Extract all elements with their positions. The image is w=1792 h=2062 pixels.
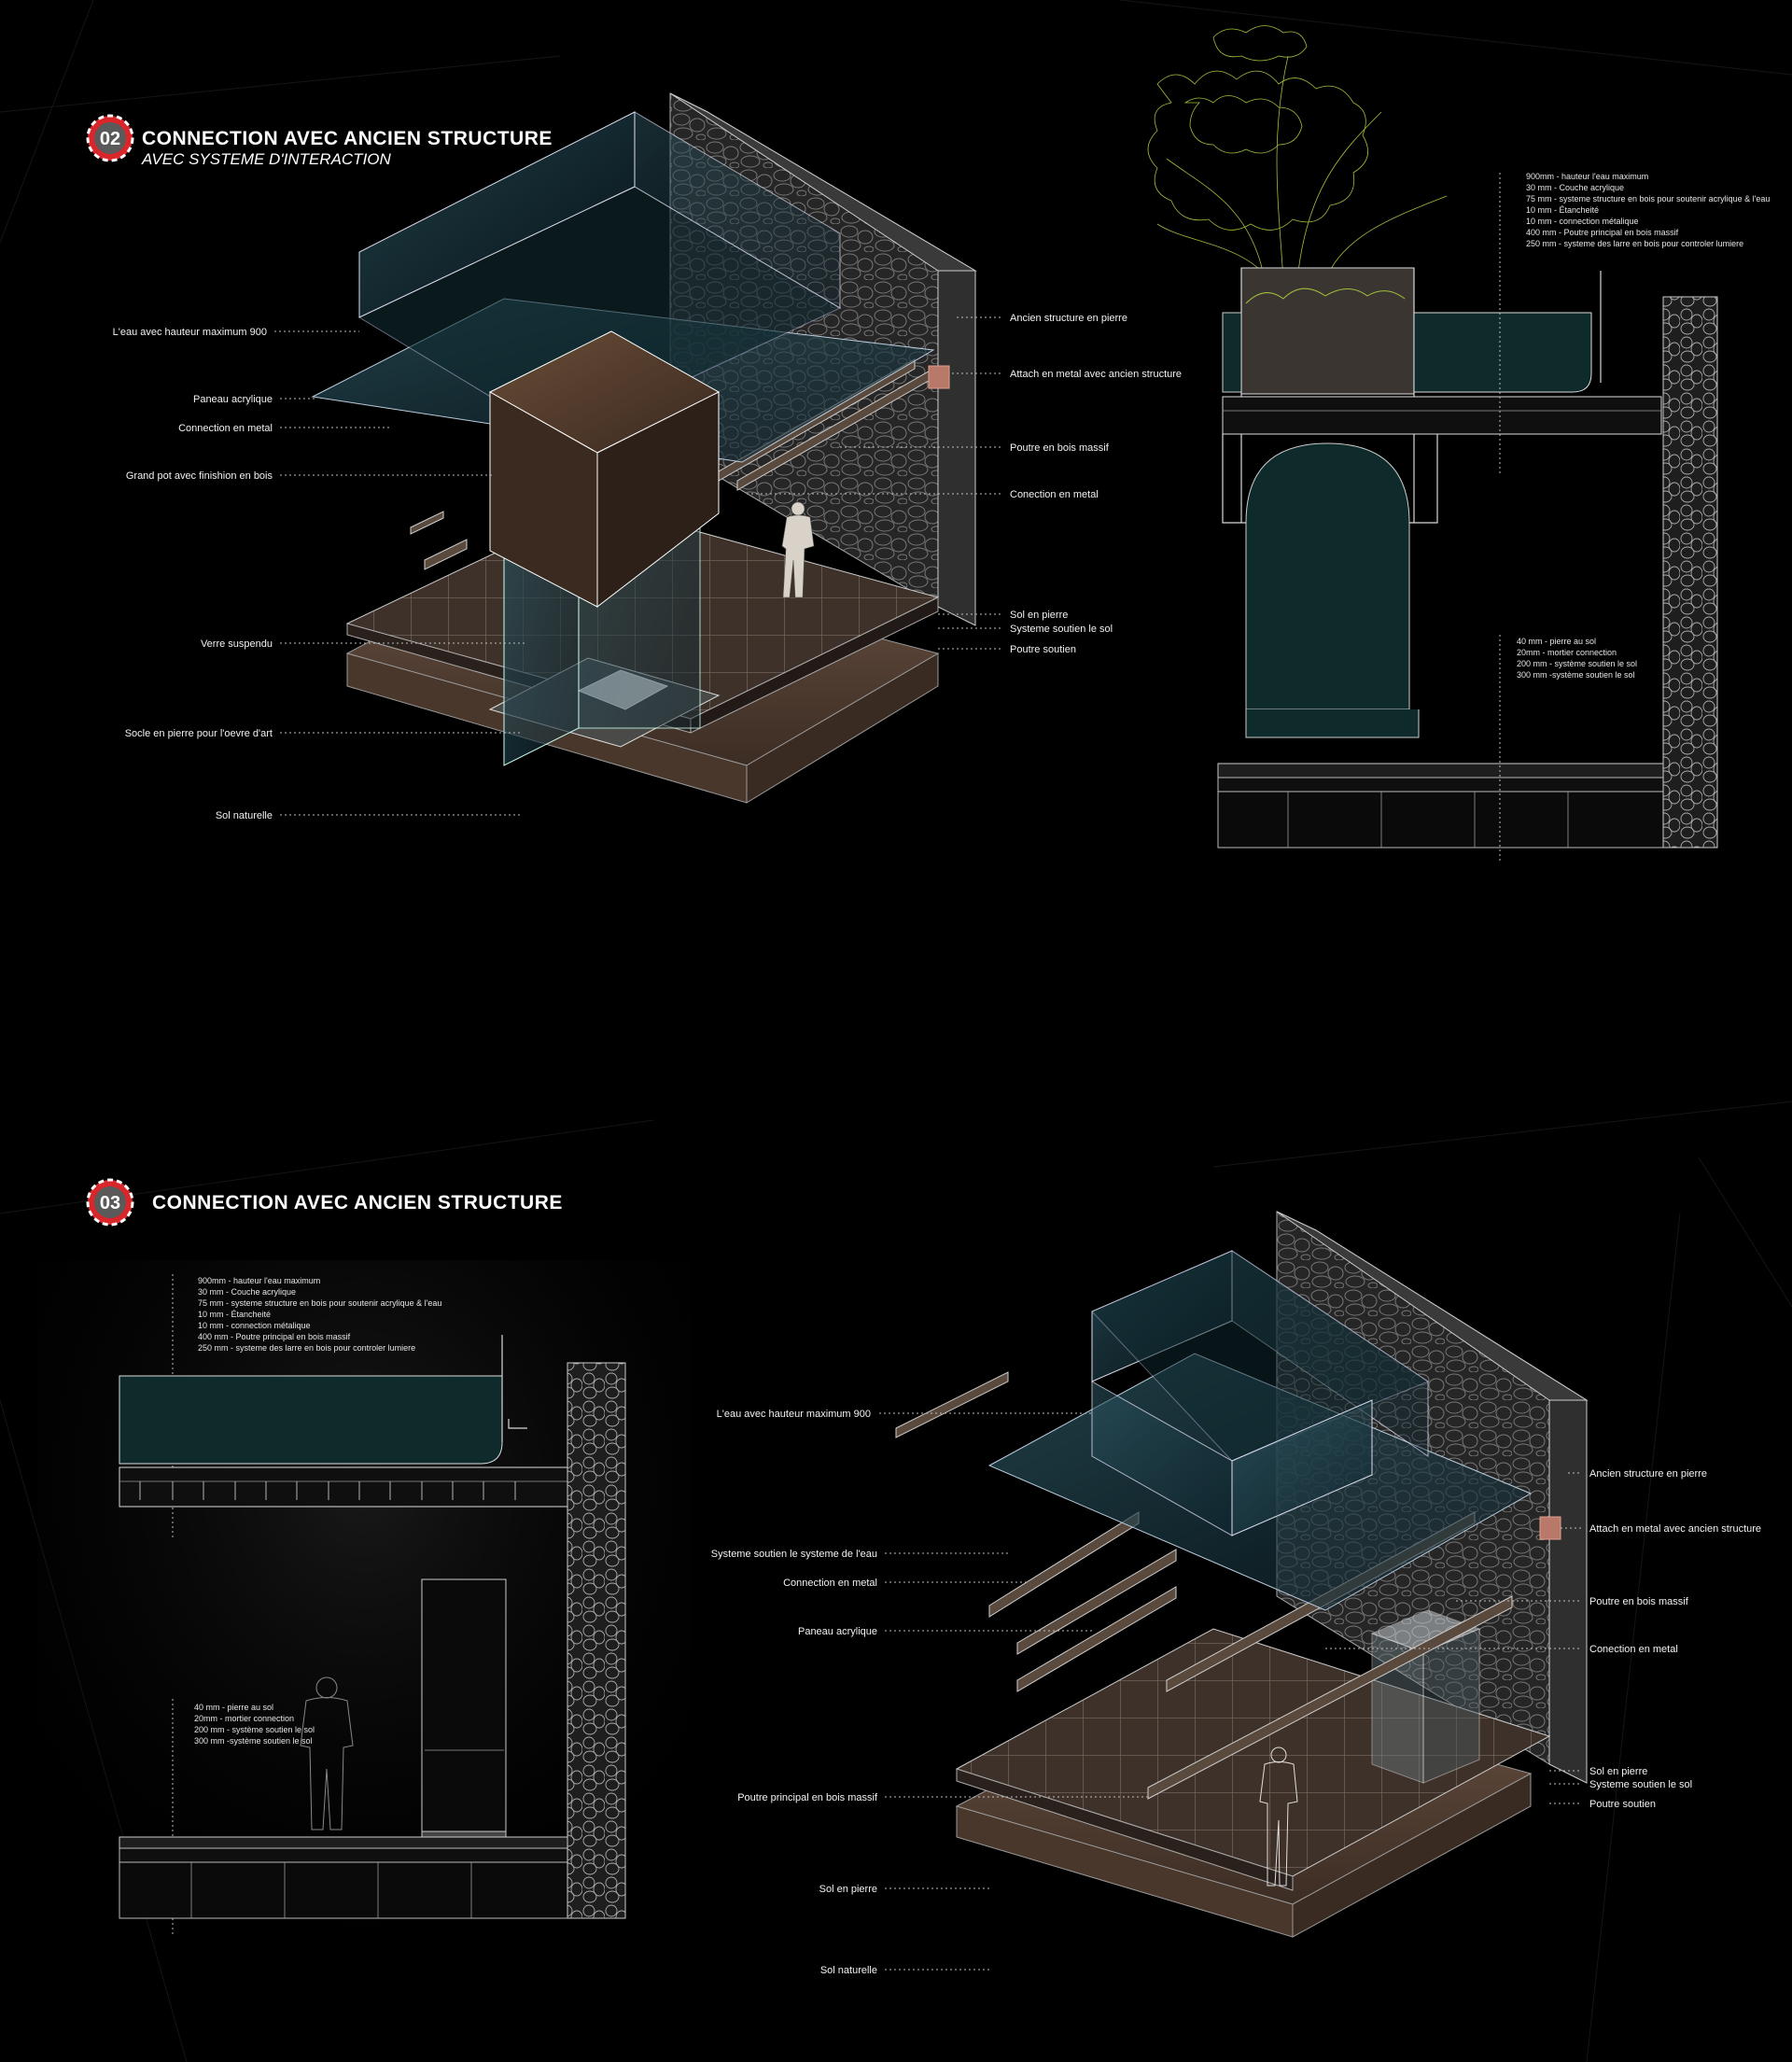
- label-eau-hauteur: L'eau avec hauteur maximum 900: [113, 327, 267, 338]
- label-systeme-soutien: Systeme soutien le sol: [1010, 624, 1113, 635]
- spec-03-top-6: 250 mm - systeme des larre en bois pour …: [198, 1343, 415, 1353]
- section02-subtitle: AVEC SYSTEME D'INTERACTION: [141, 150, 392, 168]
- spec-03-top-2: 75 mm - systeme structure en bois pour s…: [198, 1298, 441, 1308]
- label-03-ancien-structure: Ancien structure en pierre: [1589, 1468, 1707, 1480]
- display-vitrine: [421, 1578, 507, 1837]
- stone-wall-section: [1662, 296, 1718, 849]
- label-sol-naturelle: Sol naturelle: [216, 810, 273, 821]
- label-03-poutre-principal: Poutre principal en bois massif: [737, 1792, 878, 1803]
- spec-02-top-6: 250 mm - systeme des larre en bois pour …: [1526, 239, 1743, 248]
- badge-03-number: 03: [100, 1193, 120, 1213]
- axo-02-left-labels: L'eau avec hauteur maximum 900 Paneau ac…: [113, 327, 527, 821]
- arch-glass: [1245, 442, 1410, 710]
- label-connection-metal: Connection en metal: [178, 423, 273, 434]
- spec-02-top-5: 400 mm - Poutre principal en bois massif: [1526, 228, 1679, 237]
- axo-03-right-labels: Ancien structure en pierre Attach en met…: [1325, 1468, 1761, 1810]
- section-03-specs-bottom: 40 mm - pierre au sol 20mm - mortier con…: [194, 1703, 315, 1746]
- label-attach-metal: Attach en metal avec ancien structure: [1010, 369, 1182, 380]
- spec-02-bot-3: 300 mm -système soutien le sol: [1517, 670, 1635, 680]
- spec-03-top-0: 900mm - hauteur l'eau maximum: [198, 1276, 320, 1285]
- stone-wall-section-03: [567, 1362, 626, 1919]
- label-poutre-bois: Poutre en bois massif: [1010, 442, 1110, 454]
- section-02-cut: [1147, 25, 1718, 863]
- axo-03-left-labels: L'eau avec hauteur maximum 900 Systeme s…: [711, 1409, 1148, 1976]
- label-03-sol-pierre: Sol en pierre: [1589, 1766, 1647, 1777]
- main-beam: [1222, 396, 1662, 435]
- section03-title: CONNECTION AVEC ANCIEN STRUCTURE: [152, 1192, 563, 1213]
- spec-03-bot-2: 200 mm - système soutien le sol: [194, 1725, 315, 1734]
- label-grand-pot: Grand pot avec finishion en bois: [126, 470, 273, 482]
- label-conection-metal: Conection en metal: [1010, 489, 1099, 500]
- spec-03-bot-3: 300 mm -système soutien le sol: [194, 1736, 313, 1746]
- spec-02-bot-0: 40 mm - pierre au sol: [1517, 637, 1596, 646]
- spec-02-bot-1: 20mm - mortier connection: [1517, 648, 1617, 657]
- label-verre-suspendu: Verre suspendu: [201, 638, 273, 650]
- label-poutre-soutien: Poutre soutien: [1010, 644, 1076, 655]
- spec-02-top-2: 75 mm - systeme structure en bois pour s…: [1526, 194, 1770, 203]
- tree-icon: [1147, 25, 1448, 281]
- badge-03-icon: 03: [86, 1178, 134, 1227]
- planter-box: [1240, 267, 1415, 395]
- label-03-poutre-bois: Poutre en bois massif: [1589, 1596, 1689, 1607]
- spec-03-top-5: 400 mm - Poutre principal en bois massif: [198, 1332, 351, 1341]
- badge-02-number: 02: [100, 129, 120, 149]
- label-03-attach-metal: Attach en metal avec ancien structure: [1589, 1523, 1761, 1535]
- water-tank-03: [119, 1375, 503, 1465]
- label-03-sol-pierre: Sol en pierre: [819, 1884, 877, 1895]
- spec-02-top-0: 900mm - hauteur l'eau maximum: [1526, 172, 1648, 181]
- floor-structure-03: [119, 1861, 568, 1919]
- section02-header: 02 CONNECTION AVEC ANCIEN STRUCTURE AVEC…: [86, 114, 553, 168]
- spec-02-top-1: 30 mm - Couche acrylique: [1526, 183, 1624, 192]
- person-outline-icon: [300, 1676, 354, 1831]
- label-03-sol-naturelle: Sol naturelle: [820, 1965, 877, 1976]
- label-03-systeme-soutien: Systeme soutien le sol: [1589, 1779, 1692, 1790]
- label-03-conection-metal: Conection en metal: [1589, 1644, 1678, 1655]
- spec-03-bot-1: 20mm - mortier connection: [194, 1714, 294, 1723]
- metal-attach-03: [1539, 1516, 1561, 1540]
- badge-02-icon: 02: [86, 114, 134, 162]
- section-03-specs-top: 900mm - hauteur l'eau maximum 30 mm - Co…: [198, 1276, 441, 1353]
- section-03-cut: [37, 1260, 691, 2007]
- metal-attach: [928, 365, 950, 389]
- person-figure: [781, 501, 815, 598]
- spec-03-top-4: 10 mm - connection métalique: [198, 1321, 311, 1330]
- person-outline-03-icon: [1259, 1746, 1298, 1887]
- axo-02-drawing: [311, 92, 977, 804]
- spec-02-bot-2: 200 mm - système soutien le sol: [1517, 659, 1637, 668]
- label-socle-pierre: Socle en pierre pour l'oevre d'art: [125, 728, 273, 739]
- vitrine-03: [1370, 1609, 1481, 1653]
- label-paneau-acrylique: Paneau acrylique: [193, 394, 273, 405]
- label-03-paneau-acrylique: Paneau acrylique: [798, 1626, 877, 1637]
- floor-structure: [1217, 791, 1667, 849]
- label-sol-pierre: Sol en pierre: [1010, 610, 1068, 621]
- main-beam-03: [119, 1466, 568, 1508]
- label-03-poutre-soutien: Poutre soutien: [1589, 1799, 1656, 1810]
- label-03-connection-metal: Connection en metal: [783, 1578, 877, 1589]
- spec-03-bot-0: 40 mm - pierre au sol: [194, 1703, 273, 1712]
- label-03-eau-hauteur: L'eau avec hauteur maximum 900: [717, 1409, 871, 1420]
- section-02-specs-bottom: 40 mm - pierre au sol 20mm - mortier con…: [1517, 637, 1637, 680]
- spec-03-top-3: 10 mm - Étancheité: [198, 1310, 271, 1319]
- spec-02-top-4: 10 mm - connection métalique: [1526, 217, 1639, 226]
- section-02-specs-top: 900mm - hauteur l'eau maximum 30 mm - Co…: [1526, 172, 1770, 248]
- spec-02-top-3: 10 mm - Étancheité: [1526, 205, 1599, 215]
- label-ancien-structure: Ancien structure en pierre: [1010, 313, 1127, 324]
- label-03-systeme-soutien-eau: Systeme soutien le systeme de l'eau: [711, 1549, 877, 1560]
- water-tank: [1413, 312, 1592, 393]
- section02-title: CONNECTION AVEC ANCIEN STRUCTURE: [142, 128, 553, 149]
- axo-03-drawing: [895, 1211, 1589, 1938]
- spec-03-top-1: 30 mm - Couche acrylique: [198, 1287, 296, 1297]
- section03-header: 03 CONNECTION AVEC ANCIEN STRUCTURE: [86, 1178, 563, 1227]
- axo-02-right-labels: Ancien structure en pierre Attach en met…: [747, 313, 1182, 655]
